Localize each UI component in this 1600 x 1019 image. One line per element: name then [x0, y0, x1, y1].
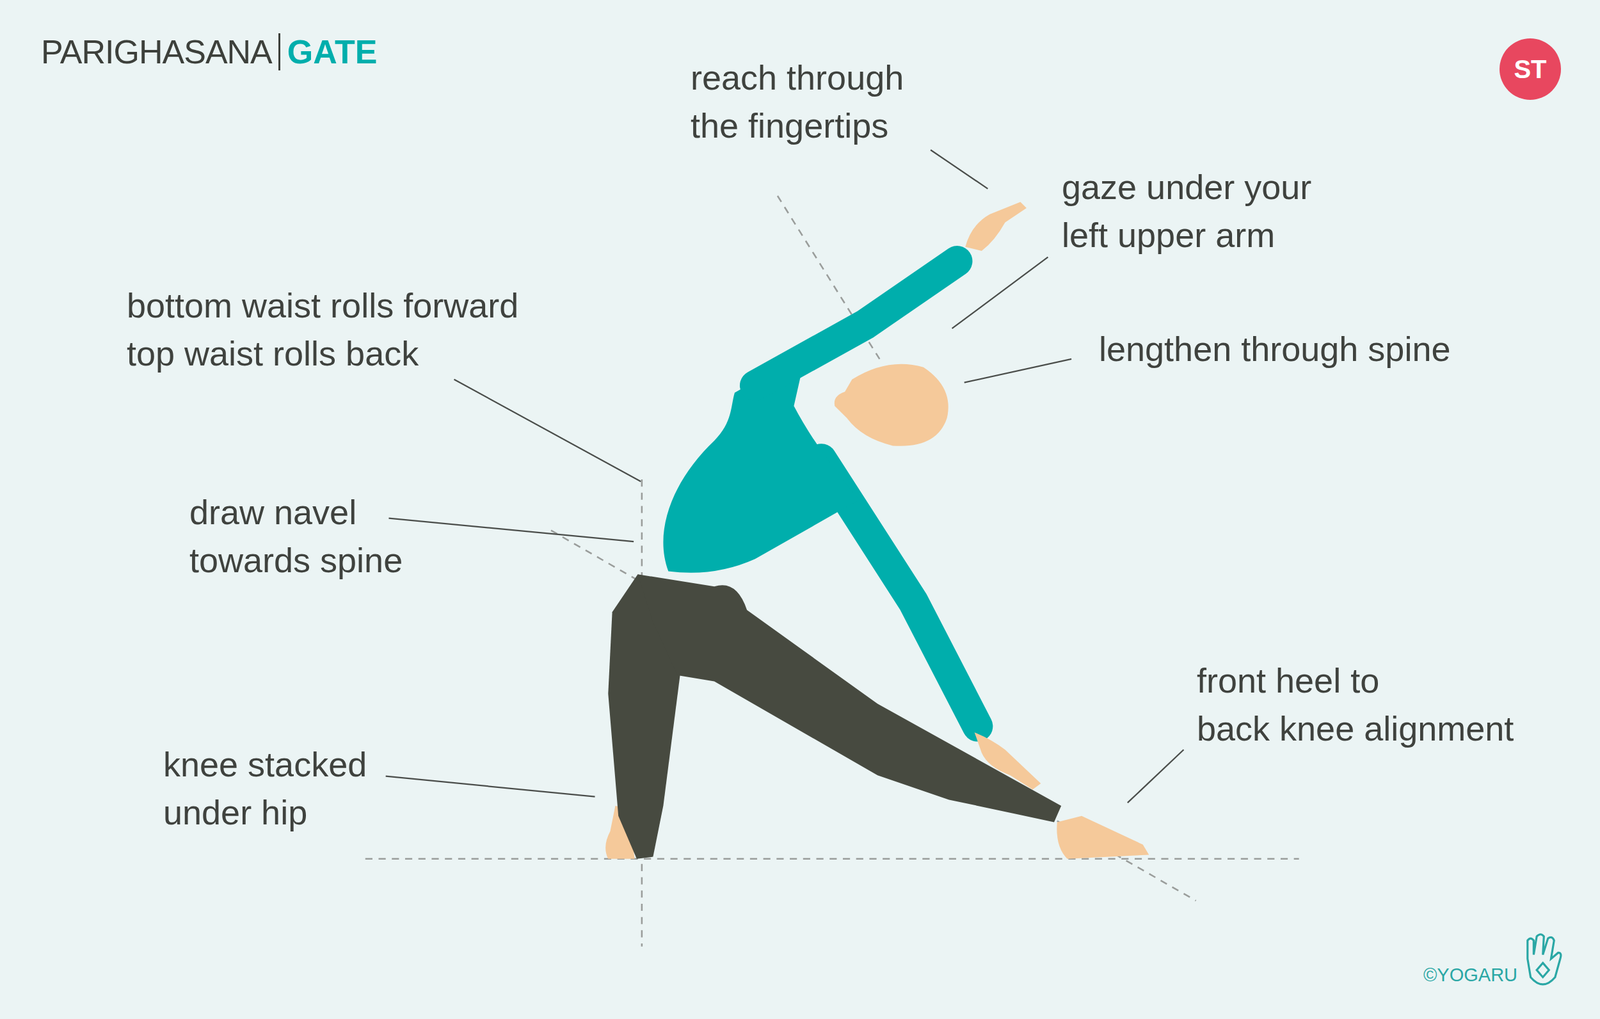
head [834, 364, 949, 447]
title-divider [278, 33, 281, 71]
bottom-hand [974, 732, 1042, 790]
title-accent: GATE [287, 29, 378, 75]
badge-text: ST [1513, 56, 1547, 82]
top-hand [965, 202, 1027, 251]
callout-text: top waist rolls back [126, 329, 419, 378]
badge-circle: ST [1499, 38, 1561, 100]
front-foot [1056, 816, 1149, 859]
callout-text: gaze under your left upper arm [1061, 163, 1312, 260]
top-arm [755, 261, 958, 386]
copyright: ©YOGARU [1423, 963, 1518, 987]
hamsa-logo [1527, 934, 1561, 985]
callout-text: bottom waist rolls forward [126, 281, 519, 330]
callout-text: reach through the fingertips [690, 53, 904, 150]
extended-leg [637, 574, 1062, 822]
callout-text: draw navel towards spine [189, 488, 403, 585]
title: PARIGHASANA [40, 29, 272, 75]
callout-text: lengthen through spine [1098, 325, 1451, 374]
callout-text: knee stacked under hip [163, 740, 367, 837]
callout-text: front heel to back knee alignment [1196, 656, 1514, 753]
